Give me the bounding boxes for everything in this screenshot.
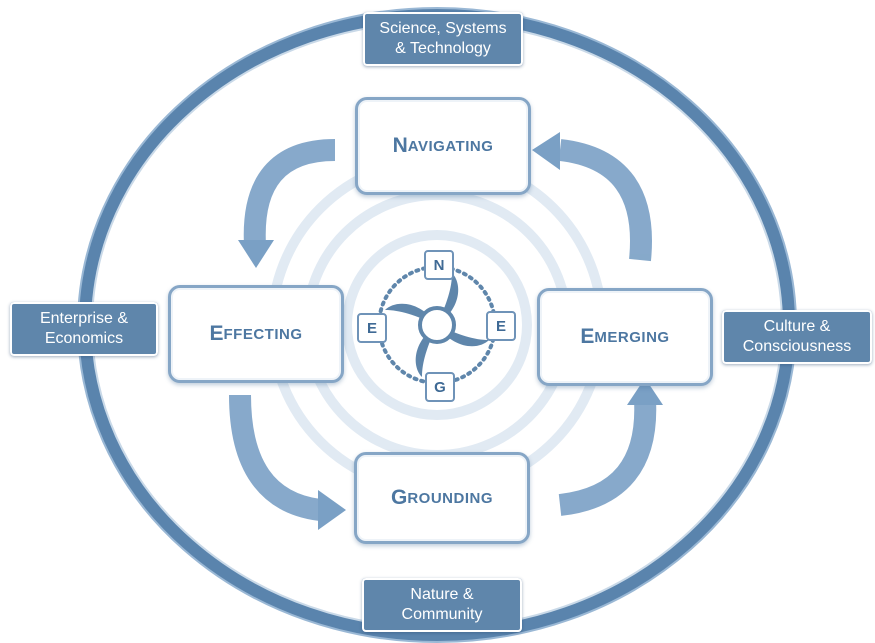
arrow-bottom-left	[229, 394, 322, 521]
arrow-heads	[238, 132, 663, 530]
compass-letter-south: G	[425, 372, 455, 402]
label-nature-community: Nature & Community	[362, 578, 522, 632]
label-science-systems-technology: Science, Systems & Technology	[363, 12, 523, 66]
compass-letter-east: E	[486, 311, 516, 341]
label-enterprise-economics: Enterprise & Economics	[10, 302, 158, 356]
card-effecting-text: FFECTING	[223, 325, 303, 343]
card-navigating-text: AVIGATING	[407, 137, 494, 155]
card-effecting-initial: E	[209, 322, 224, 345]
arrow-top-right	[558, 139, 652, 262]
cycle-arrows	[229, 139, 657, 521]
arrow-head-bl	[318, 490, 346, 530]
arrow-head-tr	[532, 132, 560, 170]
arrow-bottom-right	[558, 399, 657, 516]
compass-letter-north: N	[424, 250, 454, 280]
label-culture-consciousness: Culture & Consciousness	[722, 310, 872, 364]
arrow-head-tl	[238, 240, 274, 268]
card-emerging-text: MERGING	[594, 328, 670, 346]
pinwheel-icon	[385, 273, 489, 377]
card-grounding-text: ROUNDING	[407, 489, 493, 507]
compass-letter-west: E	[357, 313, 387, 343]
card-emerging-initial: E	[580, 325, 595, 348]
card-grounding-initial: G	[390, 486, 408, 509]
card-navigating-initial: N	[392, 134, 408, 157]
arrow-head-br	[627, 378, 663, 405]
arrow-top-left	[243, 139, 336, 246]
